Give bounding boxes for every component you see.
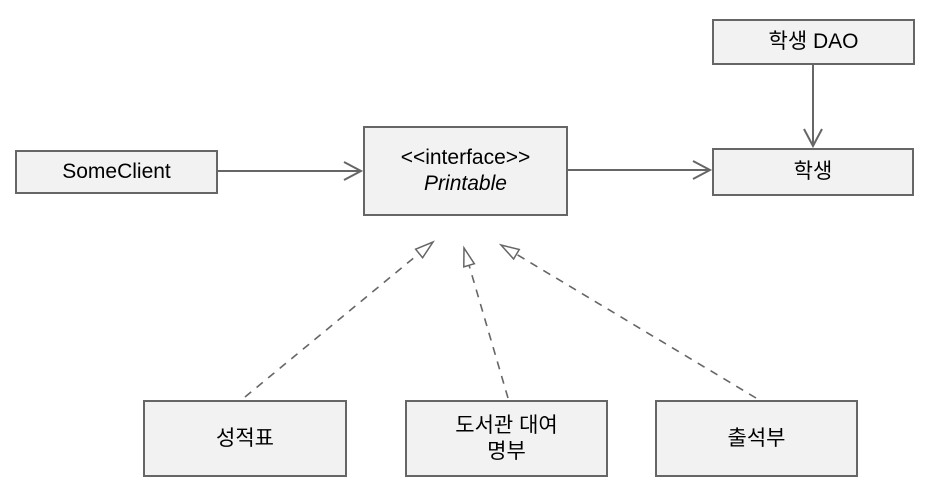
interface-stereotype: <<interface>> [400, 146, 531, 170]
student-dao-label: 학생 DAO [768, 30, 859, 54]
report-card-label: 성적표 [216, 426, 274, 450]
library-ledger-label-line2: 명부 [487, 439, 526, 463]
arrow-reportcard-implements-printable [244, 240, 435, 398]
interface-name: Printable [424, 172, 507, 195]
library-ledger-label-line1: 도서관 대여 [455, 413, 558, 437]
node-someclient: SomeClient [15, 150, 218, 194]
node-report-card: 성적표 [143, 400, 347, 477]
student-label: 학생 [793, 160, 833, 184]
arrow-libraryledger-implements-printable [463, 245, 509, 399]
node-printable-interface: <<interface>> Printable [363, 126, 568, 216]
attendance-label: 출석부 [727, 426, 786, 450]
node-student: 학생 [712, 148, 914, 196]
node-student-dao: 학생 DAO [712, 19, 915, 65]
arrow-attendance-implements-printable [498, 243, 757, 399]
node-library-ledger: 도서관 대여 명부 [405, 400, 608, 477]
node-attendance: 출석부 [655, 400, 858, 477]
someclient-label: SomeClient [62, 160, 171, 184]
